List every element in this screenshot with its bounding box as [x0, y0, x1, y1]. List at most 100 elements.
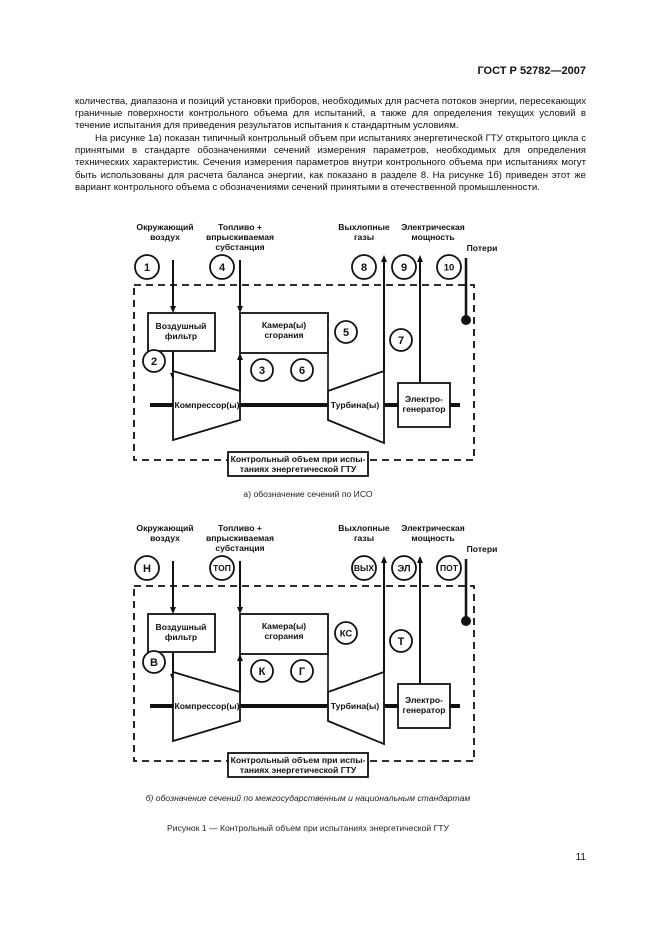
paragraph-1: количества, диапазона и позиций установк… [75, 96, 586, 132]
fig-a-turbine-shape [327, 369, 385, 445]
fig-a-power-arrow-head [417, 255, 423, 262]
fig-b-air-filter-box [147, 613, 216, 653]
fig-a-combustion-label: Камера(ы) [262, 320, 306, 330]
standard-header: ГОСТ Р 52782—2007 [477, 65, 586, 77]
fig-b-control-volume-label: Контрольный объем при испы- [231, 755, 366, 765]
fig-b-combustion-box [239, 613, 329, 655]
fig-b-combustion-label: сгорания [264, 631, 303, 641]
fig-b-section-6 [142, 650, 166, 674]
fig-b-generator-label: Электро- [405, 695, 443, 705]
fig-b-air-filter-label: фильтр [165, 632, 197, 642]
fig-b-exhaust-arrow-head [381, 556, 387, 563]
fig-a-section-3-label: 8 [361, 262, 367, 274]
fig-b-section-8-label: Г [299, 666, 306, 678]
fig-a-fuel-label: впрыскиваемая [206, 232, 274, 242]
fig-b-section-2 [209, 555, 235, 581]
fig-b-section-1-label: Н [143, 563, 151, 575]
fig-a-generator-label: Электро- [405, 394, 443, 404]
fig-b-compressor-shape [172, 670, 241, 743]
fig-a-section-1-label: 1 [144, 262, 150, 274]
fig-b-section-7 [250, 659, 274, 683]
figure-title: Рисунок 1 — Контрольный объем при испыта… [167, 823, 449, 833]
fig-a-exhaust-label: Выхлопные [338, 222, 390, 232]
fig-b-generator-label: генератор [403, 705, 446, 715]
fig-a-section-4 [391, 254, 417, 280]
fig-b-losses-dot [461, 616, 471, 626]
fig-a-section-6 [142, 349, 166, 373]
fig-a-compressor-shape [172, 369, 241, 442]
fig-a-fuel-label: субстанция [215, 242, 264, 252]
fig-a-electric-power-label: мощность [411, 232, 454, 242]
fig-b-section-4 [391, 555, 417, 581]
fig-b-fuel-arrow-head [237, 607, 243, 614]
fig-b-comp-comb-arrow-head [237, 654, 243, 661]
fig-a-compressor-label: Компрессор(ы) [175, 400, 240, 410]
fig-a-air-arrow-head [170, 306, 176, 313]
fig-a-turbine-label: Турбина(ы) [331, 400, 380, 410]
fig-a-section-5 [436, 254, 462, 280]
fig-b-ambient-air-label: Окружающий [136, 523, 193, 533]
fig-b-section-4-label: ЭЛ [397, 563, 410, 574]
fig-b-section-3 [351, 555, 377, 581]
fig-a-air-filter-box [147, 312, 216, 352]
fig-a-generator-label: генератор [403, 404, 446, 414]
paragraph-2: На рисунке 1а) показан типичный контроль… [75, 133, 586, 193]
fig-b-generator-box [397, 683, 451, 729]
fig-a-control-volume-label: Контрольный объем при испы- [231, 454, 366, 464]
fig-b-losses-label: Потери [467, 544, 498, 554]
fig-a-section-3 [351, 254, 377, 280]
fig-b-control-volume-label: таниях энергетической ГТУ [240, 765, 357, 775]
figure-a-caption: а) обозначение сечений по ИСО [243, 489, 372, 499]
fig-a-section-2 [209, 254, 235, 280]
fig-a-fuel-arrow-head [237, 306, 243, 313]
fig-b-section-5 [436, 555, 462, 581]
fig-a-losses-label: Потери [467, 243, 498, 253]
fig-a-section-7 [250, 358, 274, 382]
fig-b-electric-power-label: мощность [411, 533, 454, 543]
fig-a-section-8 [290, 358, 314, 382]
fig-a-exhaust-label: газы [354, 232, 374, 242]
fig-b-section-8 [290, 659, 314, 683]
fig-b-section-6-label: В [150, 657, 158, 669]
fig-b-air-arrow-head [170, 607, 176, 614]
fig-b-fuel-label: Топливо + [218, 523, 262, 533]
fig-a-section-1 [134, 254, 160, 280]
fig-a-section-8-label: 6 [299, 365, 305, 377]
fig-a-combustion-label: сгорания [264, 330, 303, 340]
fig-a-comp-comb-arrow-head [237, 353, 243, 360]
fig-b-section-2-label: ТОП [213, 563, 231, 573]
fig-a-section-7-label: 3 [259, 365, 265, 377]
fig-b-section-10 [389, 629, 413, 653]
fig-a-section-9-label: 5 [343, 327, 349, 339]
fig-a-control-volume-label-box [227, 451, 369, 477]
figure-b-caption: б) обозначение сечений по межгосударстве… [146, 793, 471, 803]
fig-b-section-3-label: ВЫХ [354, 563, 374, 573]
fig-b-section-7-label: К [259, 666, 266, 678]
fig-b-combustion-label: Камера(ы) [262, 621, 306, 631]
fig-b-ambient-air-label: воздух [150, 533, 180, 543]
fig-b-turbine-label: Турбина(ы) [331, 701, 380, 711]
page-number: 11 [575, 852, 586, 863]
fig-a-exhaust-arrow-head [381, 255, 387, 262]
fig-a-fuel-label: Топливо + [218, 222, 262, 232]
fig-b-section-5-label: ПОТ [440, 563, 459, 573]
fig-a-section-4-label: 9 [401, 262, 407, 274]
fig-a-generator-box [397, 382, 451, 428]
fig-a-section-10 [389, 328, 413, 352]
fig-a-losses-dot [461, 315, 471, 325]
fig-b-exhaust-label: газы [354, 533, 374, 543]
fig-b-power-arrow-head [417, 556, 423, 563]
fig-b-fuel-label: субстанция [215, 543, 264, 553]
fig-a-ambient-air-label: Окружающий [136, 222, 193, 232]
fig-b-turbine-shape [327, 670, 385, 746]
fig-b-fuel-label: впрыскиваемая [206, 533, 274, 543]
fig-b-compressor-label: Компрессор(ы) [175, 701, 240, 711]
fig-a-ambient-air-label: воздух [150, 232, 180, 242]
fig-a-combustion-box [239, 312, 329, 354]
fig-a-section-9 [334, 320, 358, 344]
fig-a-electric-power-label: Электрическая [401, 222, 465, 232]
fig-b-electric-power-label: Электрическая [401, 523, 465, 533]
fig-a-section-10-label: 7 [398, 335, 404, 347]
fig-a-air-filter-label: Воздушный [156, 321, 207, 331]
